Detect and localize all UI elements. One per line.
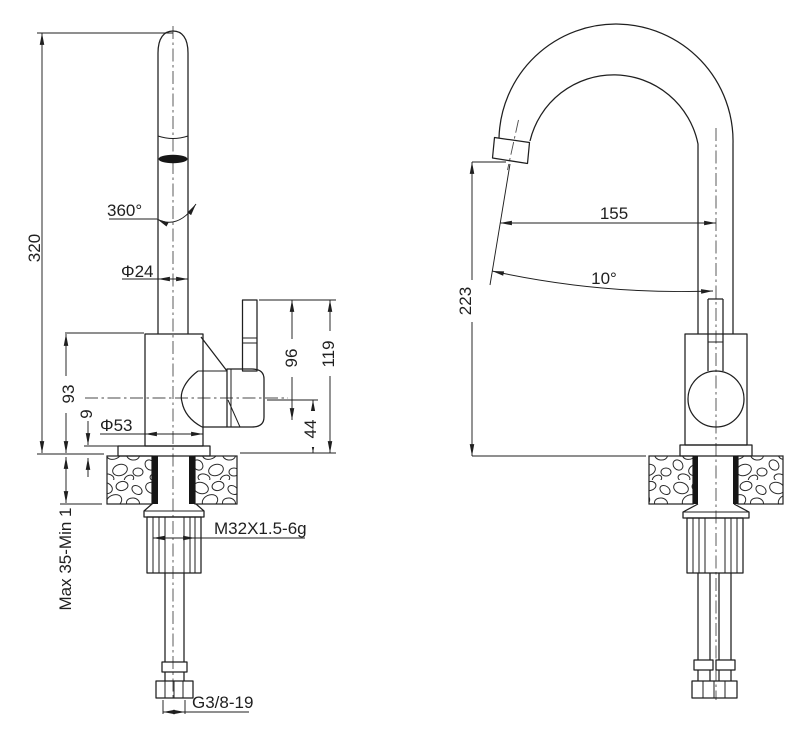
swivel-angle-label: 360° bbox=[107, 201, 142, 220]
hose-collar-left bbox=[693, 659, 714, 671]
inlet-thread-label: G3/8-19 bbox=[192, 693, 253, 712]
handle-lever-joint bbox=[242, 337, 257, 344]
handle-lever bbox=[241, 299, 258, 372]
shank-thread-right bbox=[189, 456, 195, 504]
dim-body-height-label: 93 bbox=[59, 385, 78, 404]
swivel-neck bbox=[707, 298, 724, 371]
supply-hose-ends bbox=[697, 670, 732, 681]
side-mounting-nut bbox=[686, 517, 744, 574]
deck-thickness-label: Max 35-Min 1 bbox=[56, 508, 75, 611]
side-countertop-hatch-left bbox=[648, 455, 694, 505]
hose-nut-flats bbox=[164, 681, 184, 698]
shank-thread-left bbox=[152, 456, 158, 504]
dim-valve-center-height-label: 44 bbox=[301, 420, 320, 439]
spout-reach-label: 155 bbox=[600, 204, 628, 223]
gooseneck-inner bbox=[529, 74, 699, 334]
spout-joint-line bbox=[157, 135, 189, 139]
spout-dome bbox=[157, 30, 189, 54]
outlet-axis-extension bbox=[489, 163, 511, 286]
handle-assembly bbox=[180, 299, 265, 428]
side-countertop-hatch-right bbox=[737, 455, 784, 505]
front-view bbox=[85, 26, 288, 700]
outlet-aerator bbox=[491, 136, 531, 165]
spout-tube bbox=[157, 53, 189, 334]
mounting-nut bbox=[146, 516, 202, 574]
outlet-angle-label: 10° bbox=[591, 269, 617, 288]
valve-neck-inner-edge bbox=[227, 399, 241, 428]
ball-joint bbox=[687, 370, 745, 428]
countertop-hatch-left bbox=[106, 455, 153, 505]
front-undercounter bbox=[143, 503, 205, 699]
dim-handle-height-label: 96 bbox=[282, 349, 301, 368]
dim-base-diameter-label: Φ53 bbox=[100, 416, 132, 435]
side-shank-thread-right bbox=[733, 456, 738, 504]
side-mounting-nut-ridges bbox=[692, 518, 738, 573]
outlet-height-label: 223 bbox=[456, 287, 475, 315]
side-view-dimensions: 223 155 10° bbox=[453, 161, 716, 457]
dim-overall-height-label: 320 bbox=[25, 234, 44, 262]
supply-hoses bbox=[697, 573, 732, 660]
hose-collar-right bbox=[715, 659, 736, 671]
valve-neck-edge bbox=[200, 336, 228, 372]
swivel-o-ring bbox=[158, 154, 188, 164]
side-undercounter bbox=[682, 503, 750, 699]
front-view-dimensions: 320 93 9 Φ53 Φ24 360° 96 119 bbox=[25, 32, 340, 715]
dim-handle-top-height-label: 119 bbox=[319, 340, 338, 367]
outlet-axis-centerline bbox=[507, 119, 519, 171]
mounting-nut-ridges bbox=[152, 517, 196, 573]
dim-angle-arc bbox=[491, 270, 714, 294]
valve-neck-curve bbox=[180, 370, 203, 428]
mounting-thread-label: M32X1.5-6g bbox=[214, 519, 307, 538]
handle-socket bbox=[226, 368, 265, 428]
side-view bbox=[491, 23, 784, 700]
base-plate bbox=[117, 445, 211, 457]
supply-tube-collar bbox=[161, 661, 188, 673]
swivel-arrow-arc bbox=[156, 203, 197, 227]
dim-base-plate-height-label: 9 bbox=[77, 409, 96, 418]
supply-tube-end bbox=[164, 672, 185, 681]
countertop-hatch-right bbox=[194, 455, 238, 505]
supply-tube bbox=[164, 573, 185, 662]
gooseneck-outer bbox=[498, 23, 734, 334]
side-shank-thread-left bbox=[693, 456, 698, 504]
dim-spout-diameter-label: Φ24 bbox=[121, 262, 153, 281]
side-countertop bbox=[648, 455, 784, 505]
side-base-plate bbox=[679, 444, 753, 457]
hose-nuts-flats bbox=[702, 681, 726, 698]
front-countertop bbox=[106, 455, 238, 505]
